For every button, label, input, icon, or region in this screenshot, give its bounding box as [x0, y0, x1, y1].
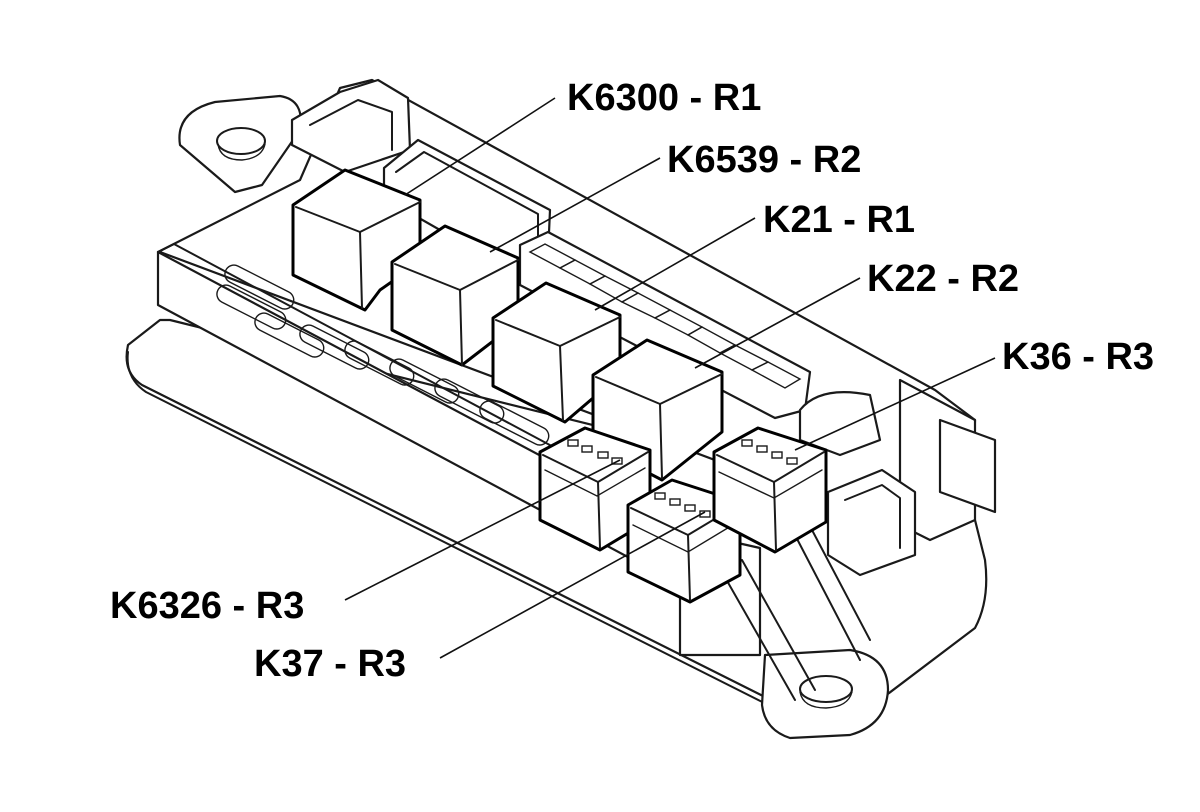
leader-lines	[344, 97, 996, 659]
callout-k37: K37 - R3	[254, 643, 406, 685]
callout-k6539: K6539 - R2	[667, 139, 861, 181]
relay-k6300	[291, 168, 422, 312]
callout-labels: K6300 - R1 K6539 - R2 K21 - R1 K22 - R2 …	[110, 77, 1154, 685]
leader-k37	[439, 511, 706, 659]
callout-k6326: K6326 - R3	[110, 585, 304, 627]
mounting-tab-bottom-right	[760, 648, 890, 740]
mounting-tab-top-left	[178, 94, 302, 194]
leader-k6539	[489, 157, 661, 253]
rear-compartment-1	[290, 78, 412, 174]
callout-k22: K22 - R2	[867, 258, 1019, 300]
leader-k22	[694, 277, 861, 369]
relay-k37	[626, 478, 742, 604]
wire-channel	[717, 529, 871, 701]
floor-ribs	[216, 264, 550, 446]
relay-k21	[491, 281, 622, 424]
callout-k21: K21 - R1	[763, 199, 915, 241]
callout-k36: K36 - R3	[1002, 336, 1154, 378]
leader-k6300	[404, 97, 556, 196]
callout-k6300: K6300 - R1	[567, 77, 761, 119]
leader-k21	[594, 217, 756, 311]
leader-k36	[794, 357, 996, 451]
relay-k36	[712, 426, 828, 554]
leader-k6326	[344, 459, 621, 601]
